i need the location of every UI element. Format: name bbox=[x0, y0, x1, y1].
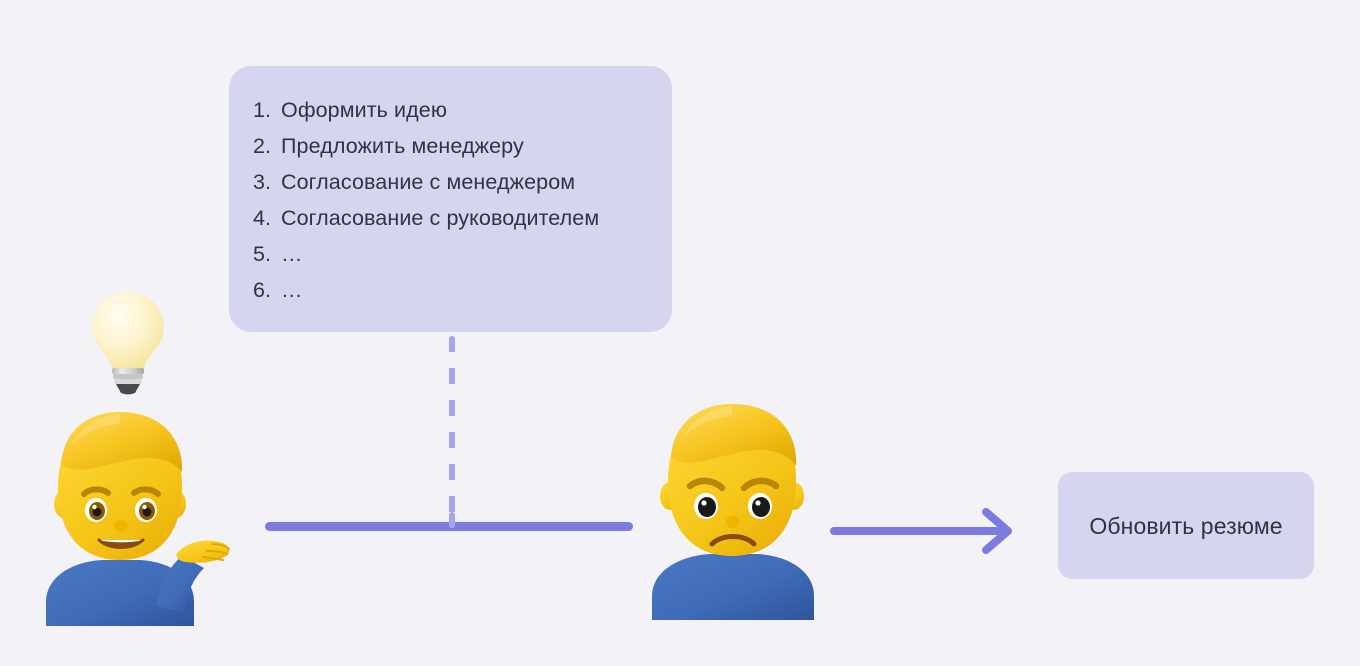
step-label: Предложить менеджеру bbox=[281, 134, 524, 158]
list-item: 2. Предложить менеджеру bbox=[253, 128, 648, 164]
step-number: 5. bbox=[253, 242, 272, 266]
step-label: Оформить идею bbox=[281, 98, 448, 122]
step-number: 2. bbox=[253, 134, 272, 158]
list-item: 1. Оформить идею bbox=[253, 92, 648, 128]
steps-card: 1. Оформить идею 2. Предложить менеджеру 3… bbox=[229, 66, 672, 332]
step-label: … bbox=[281, 278, 303, 302]
man-frowning-icon bbox=[648, 400, 848, 620]
step-label: Согласование с менеджером bbox=[281, 170, 576, 194]
step-label: … bbox=[281, 242, 303, 266]
step-number: 1. bbox=[253, 98, 272, 122]
man-tipping-hand-icon bbox=[36, 406, 236, 626]
step-number: 4. bbox=[253, 206, 272, 230]
list-item: 5. … bbox=[253, 236, 648, 272]
list-item: 3. Согласование с менеджером bbox=[253, 164, 648, 200]
step-number: 3. bbox=[253, 170, 272, 194]
steps-list: 1. Оформить идею 2. Предложить менеджеру 3… bbox=[253, 92, 648, 308]
list-item: 6. … bbox=[253, 272, 648, 308]
list-item: 4. Согласование с руководителем bbox=[253, 200, 648, 236]
result-card: Обновить резюме bbox=[1058, 472, 1314, 579]
step-label: Согласование с руководителем bbox=[281, 206, 600, 230]
dashed-connector-line bbox=[449, 336, 455, 528]
arrow-right-icon bbox=[830, 508, 1016, 554]
result-card-label: Обновить резюме bbox=[1089, 512, 1283, 539]
step-number: 6. bbox=[253, 278, 272, 302]
lightbulb-icon bbox=[82, 288, 174, 396]
